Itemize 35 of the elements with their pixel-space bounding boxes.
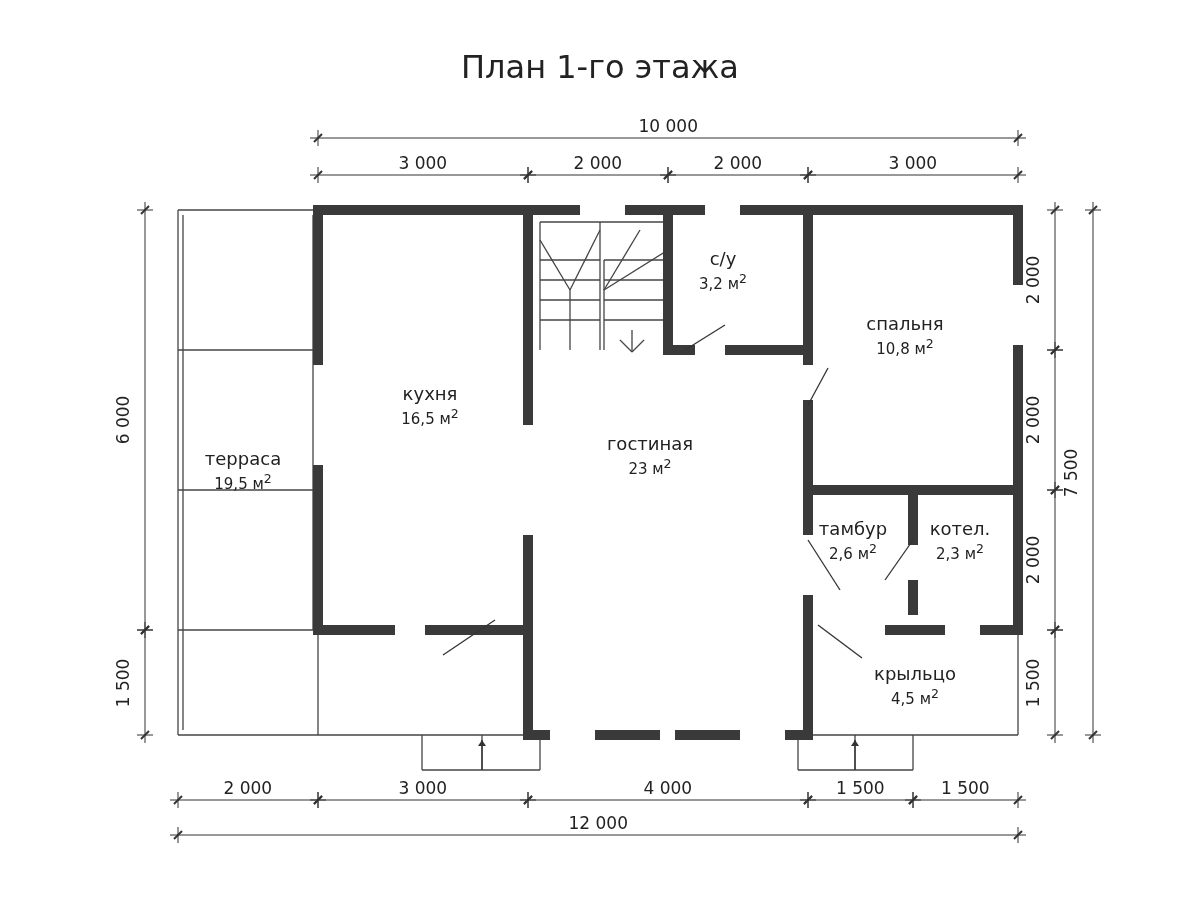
room-size: 2,3 м$^{2}$	[936, 540, 984, 563]
room-name: терраса	[204, 447, 282, 469]
room-size: 16,5 м$^{2}$	[401, 405, 459, 428]
dimension-label: 2 000	[713, 153, 763, 173]
dimension-label: 3 000	[398, 778, 448, 798]
dimension-label: 6 000	[112, 395, 133, 445]
room-name: крыльцо	[874, 662, 956, 684]
dimension-label: 1 500	[1022, 658, 1043, 707]
room-name: с/у	[709, 247, 737, 269]
dimension-label: 2 000	[1022, 535, 1043, 585]
room-size: 2,6 м$^{2}$	[829, 540, 877, 563]
room-size: 3,2 м$^{2}$	[699, 270, 747, 293]
dimension-label: 10 000	[638, 116, 698, 136]
dimension-label: 2 000	[223, 778, 273, 798]
dimension-label: 7 500	[1060, 448, 1081, 497]
room-size: 10,8 м$^{2}$	[876, 335, 934, 358]
dimension-label: 3 000	[398, 153, 448, 173]
room-name: тамбур	[818, 517, 888, 539]
dimension-label: 2 000	[1022, 255, 1043, 305]
room-name: кухня	[402, 382, 458, 404]
room-name: гостиная	[606, 432, 694, 454]
dimension-label: 2 000	[573, 153, 623, 173]
dimension-label: 12 000	[568, 813, 628, 833]
room-name: спальня	[866, 312, 944, 334]
dimension-label: 1 500	[836, 778, 885, 798]
plan-title: План 1-го этажа	[460, 48, 740, 86]
room-size: 23 м$^{2}$	[628, 455, 672, 478]
dimension-label: 1 500	[941, 778, 990, 798]
room-size: 19,5 м$^{2}$	[214, 470, 272, 493]
dimension-label: 3 000	[888, 153, 938, 173]
dimension-label: 1 500	[112, 658, 133, 707]
dimension-label: 2 000	[1022, 395, 1043, 445]
room-size: 4,5 м$^{2}$	[891, 685, 939, 708]
room-name: котел.	[929, 517, 991, 539]
dimension-label: 4 000	[643, 778, 693, 798]
